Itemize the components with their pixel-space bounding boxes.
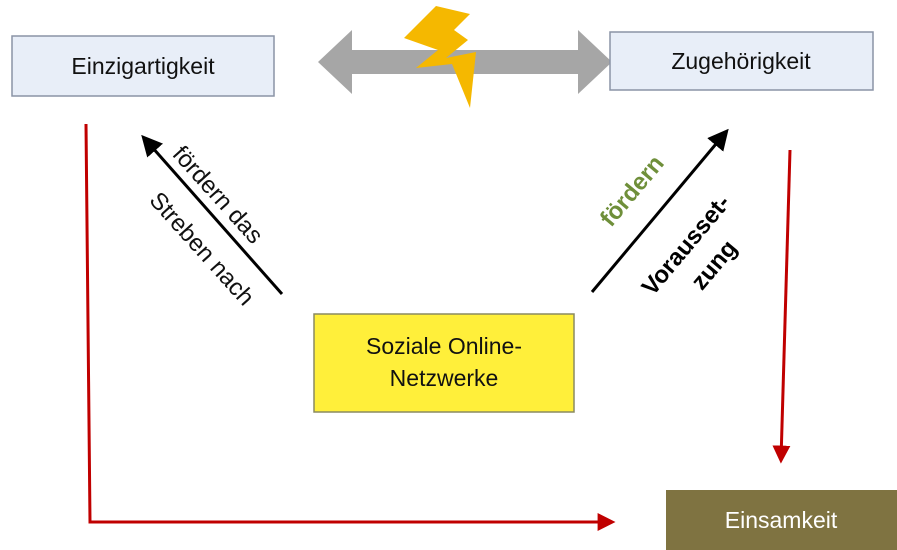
node-einsamkeit: Einsamkeit <box>666 490 897 550</box>
node-zugehoerigkeit: Zugehörigkeit <box>609 31 874 91</box>
node-einzigartigkeit: Einzigartigkeit <box>11 35 275 97</box>
node-einsamkeit-label: Einsamkeit <box>725 507 838 533</box>
node-soziale-line1: Soziale Online- <box>366 333 522 359</box>
arrow-to-einzigartigkeit <box>141 134 284 295</box>
node-einzigartigkeit-label: Einzigartigkeit <box>71 53 215 79</box>
red-arrow-einzigartigkeit-to-einsamkeit <box>84 123 616 531</box>
arrow-to-zugehoerigkeit <box>590 128 729 293</box>
node-soziale-netzwerke: Soziale Online- Netzwerke <box>313 313 575 413</box>
lightning-bolt-icon <box>404 6 476 108</box>
label-foerdern-green: fördern <box>595 150 670 232</box>
node-zugehoerigkeit-label: Zugehörigkeit <box>671 48 811 74</box>
red-arrow-zugehoerigkeit-to-einsamkeit <box>772 149 792 464</box>
node-soziale-line2: Netzwerke <box>390 365 499 391</box>
